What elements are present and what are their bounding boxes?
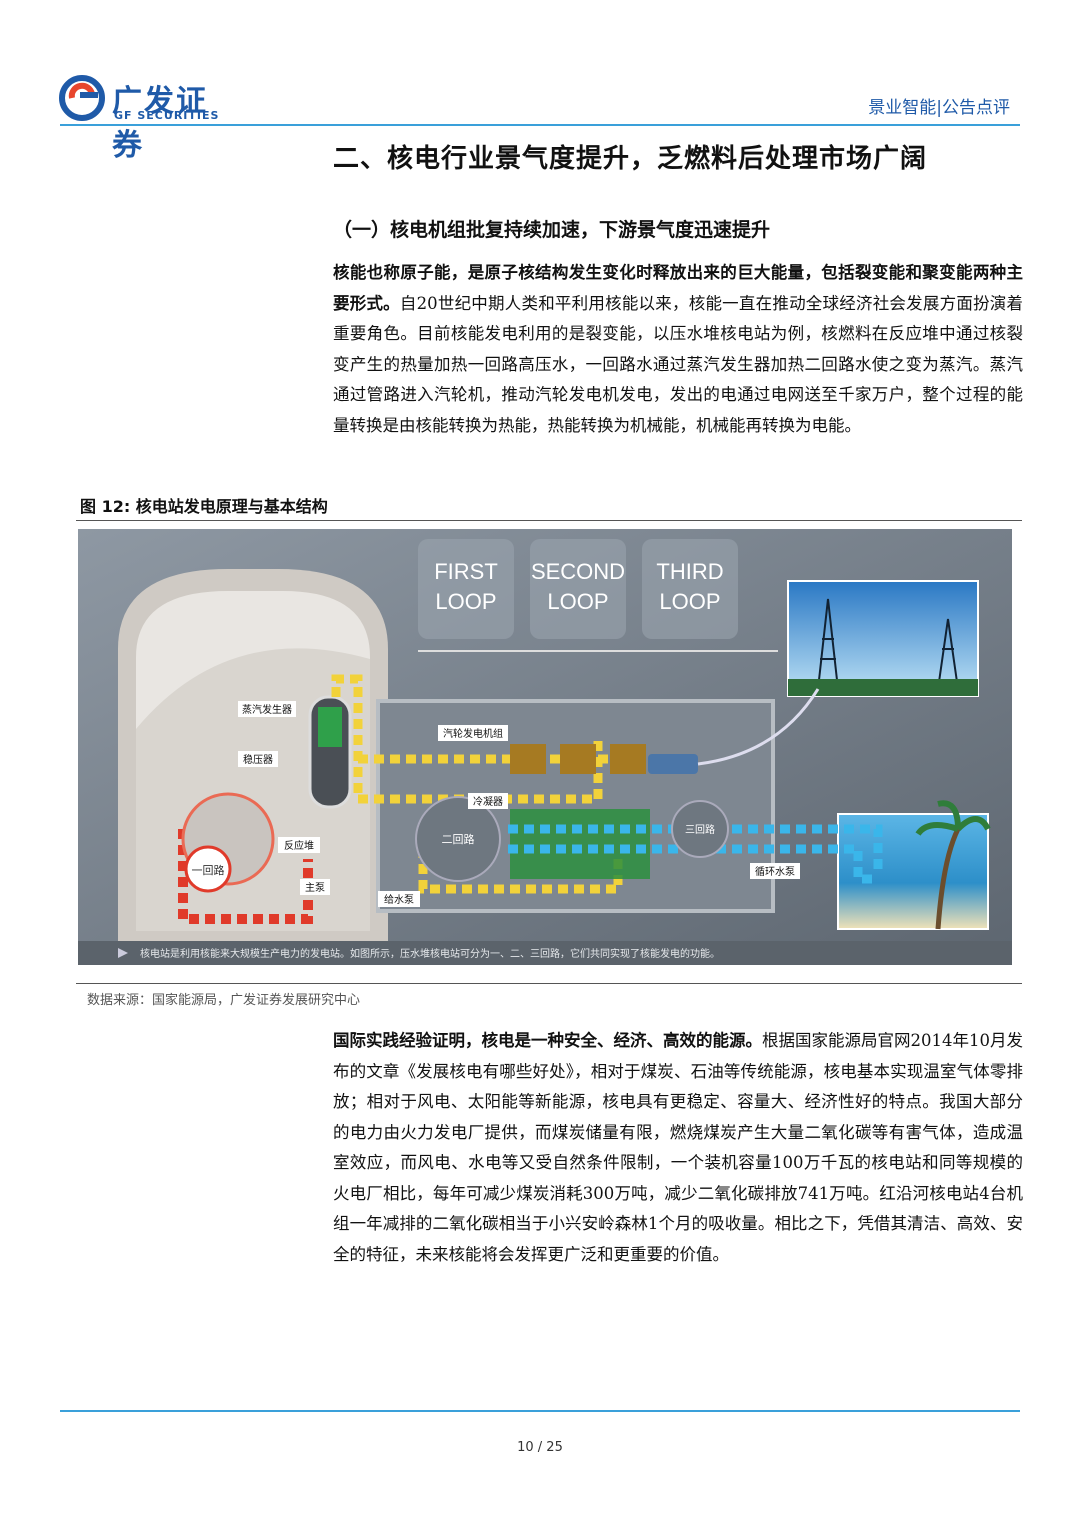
figure-source: 数据来源：国家能源局，广发证券发展研究中心	[87, 993, 361, 1008]
gf-logo: 广发证券 GF SECURITIES	[58, 74, 233, 163]
page-header: 广发证券 GF SECURITIES 景业智能|公告点评	[0, 0, 1080, 163]
figure-caption: 核电站是利用核能来大规模生产电力的发电站。如图所示，压水堆核电站可分为一、二、三…	[140, 947, 720, 960]
first-loop-label-2: LOOP	[435, 589, 496, 614]
second-loop-label-2: LOOP	[547, 589, 608, 614]
paragraph-2-bold: 国际实践经验证明，核电是一种安全、经济、高效的能源。	[333, 1031, 762, 1050]
paragraph-2: 国际实践经验证明，核电是一种安全、经济、高效的能源。根据国家能源局官网2014年…	[333, 1026, 1023, 1270]
page-number: 10 / 25	[517, 1440, 563, 1455]
loop2-label: 二回路	[442, 833, 475, 846]
third-loop-label-2: LOOP	[659, 589, 720, 614]
loop-headers: FIRST LOOP SECOND LOOP THIRD LOOP	[418, 539, 778, 652]
first-loop-label-1: FIRST	[434, 559, 498, 584]
second-loop-label-1: SECOND	[531, 559, 625, 584]
loop1-label: 一回路	[192, 864, 225, 877]
label-steam-generator: 蒸汽发生器	[242, 703, 292, 716]
section-subtitle: （一）核电机组批复持续加速，下游景气度迅速提升	[333, 219, 771, 241]
loop3-label: 三回路	[685, 823, 715, 836]
section-title: 二、核电行业景气度提升，乏燃料后处理市场广阔	[333, 144, 928, 174]
logo-english-name: GF SECURITIES	[114, 109, 220, 122]
header-divider	[60, 124, 1020, 126]
footer-divider	[60, 1410, 1020, 1412]
paragraph-1-bold: 核能也称原子能，是原子核结构发生变化时释放出来的巨大能量，包括裂变能和聚变能两种…	[333, 263, 1023, 313]
paragraph-1: 核能也称原子能，是原子核结构发生变化时释放出来的巨大能量，包括裂变能和聚变能两种…	[333, 258, 1023, 441]
figure-nuclear-diagram: FIRST LOOP SECOND LOOP THIRD LOOP 一回路	[78, 529, 1012, 965]
figure-title: 图 12: 核电站发电原理与基本结构	[80, 497, 328, 516]
gf-logo-icon	[59, 75, 105, 121]
label-main-pump: 主泵	[305, 882, 325, 894]
paragraph-2-text: 根据国家能源局官网2014年10月发布的文章《发展核电有哪些好处》，相对于煤炭、…	[333, 1031, 1023, 1264]
label-turbine: 汽轮发电机组	[443, 727, 503, 740]
third-loop-label-1: THIRD	[656, 559, 723, 584]
label-condenser: 冷凝器	[473, 795, 503, 808]
label-pressurizer: 稳压器	[243, 753, 273, 766]
logo-chinese-name: 广发证券	[112, 84, 208, 163]
report-type: 景业智能|公告点评	[868, 98, 1010, 118]
label-feed-pump: 给水泵	[384, 893, 414, 906]
figure-top-rule	[76, 520, 1022, 521]
label-circulating-pump: 循环水泵	[755, 865, 795, 878]
nuclear-plant-illustration: FIRST LOOP SECOND LOOP THIRD LOOP 一回路	[78, 529, 1012, 965]
paragraph-1-text: 自20世纪中期人类和平利用核能以来，核能一直在推动全球经济社会发展方面扮演着重要…	[333, 293, 1024, 435]
label-reactor: 反应堆	[284, 839, 314, 852]
figure-bottom-rule	[76, 983, 1022, 984]
